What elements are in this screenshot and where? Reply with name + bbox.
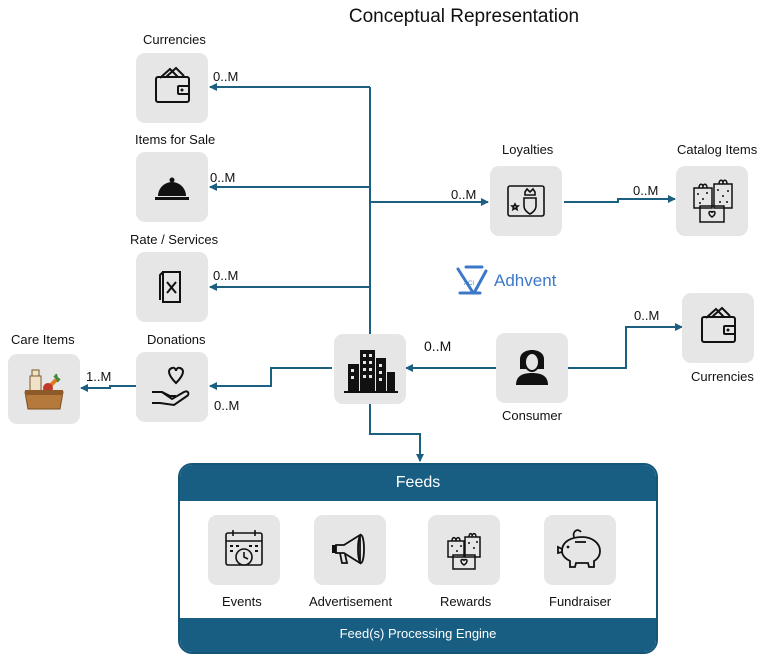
catalog-items-label: Catalog Items [677,142,758,157]
consumer-node[interactable] [496,333,568,403]
rate-services-multiplicity: 0..M [213,268,239,283]
loyalties-label: Loyalties [502,142,554,157]
feed-advertisement-node[interactable] [314,515,386,585]
care-box-icon [24,369,64,410]
brand-name: Adhvent [494,271,557,290]
feed-events-node[interactable] [208,515,280,585]
items-for-sale-multiplicity: 0..M [210,170,236,185]
currencies-top-node[interactable] [136,53,208,123]
care-items-label: Care Items [11,332,75,347]
diagram-title: Conceptual Representation [348,6,580,27]
consumer-label: Consumer [502,408,562,423]
loyalties-node[interactable] [490,166,562,236]
person-icon [516,350,548,385]
buildings-icon [344,350,398,393]
donations-label: Donations [147,332,206,347]
arrow-consumer-to-currencies [568,323,683,369]
currencies-right-multiplicity: 0..M [634,308,660,323]
loyalties-multiplicity: 0..M [451,187,477,202]
wallet-icon [155,66,190,103]
gift-boxes-icon [447,532,481,570]
calendar-icon [225,530,263,566]
heart-hand-icon [152,366,190,407]
arrow-to-catalog [564,195,676,203]
donations-multiplicity: 0..M [214,398,240,413]
feed-fundraiser-label: Fundraiser [549,594,612,609]
arrow-to-donations [209,367,332,390]
feed-advertisement-label: Advertisement [309,594,393,609]
catalog-items-node[interactable] [676,166,748,236]
feeds-header: Feeds [180,465,656,501]
piggy-bank-icon [557,529,601,568]
rate-services-node[interactable] [136,252,208,322]
feeds-panel: Feeds Events Advertisem [178,463,658,654]
rate-services-label: Rate / Services [130,232,219,247]
megaphone-icon [332,533,365,565]
business-node[interactable] [334,334,406,404]
currencies-right-node[interactable] [682,293,754,363]
donations-node[interactable] [136,352,208,422]
menu-card-icon [159,271,181,303]
consumer-multiplicity: 0..M [424,338,452,354]
items-for-sale-label: Items for Sale [135,132,216,147]
feed-fundraiser-node[interactable] [544,515,616,585]
currencies-right-label: Currencies [691,369,754,384]
wallet-icon [701,306,736,343]
care-items-multiplicity: 1..M [86,369,112,384]
currencies-top-multiplicity: 0..M [213,69,239,84]
care-items-node[interactable] [8,354,80,424]
catalog-items-multiplicity: 0..M [633,183,659,198]
svg-text:ACI: ACI [464,281,474,287]
gift-boxes-icon [693,179,733,223]
arrow-to-feeds [369,404,424,462]
feed-rewards-label: Rewards [440,594,492,609]
currencies-top-label: Currencies [143,32,206,47]
feeds-footer: Feed(s) Processing Engine [180,618,656,652]
arrow-to-care-items [80,384,136,392]
items-for-sale-node[interactable] [136,152,208,222]
adhvent-logo: ACI [456,265,488,295]
cloche-icon [155,177,189,200]
loyalty-card-icon [507,185,545,217]
feed-rewards-node[interactable] [428,515,500,585]
feed-events-label: Events [222,594,262,609]
